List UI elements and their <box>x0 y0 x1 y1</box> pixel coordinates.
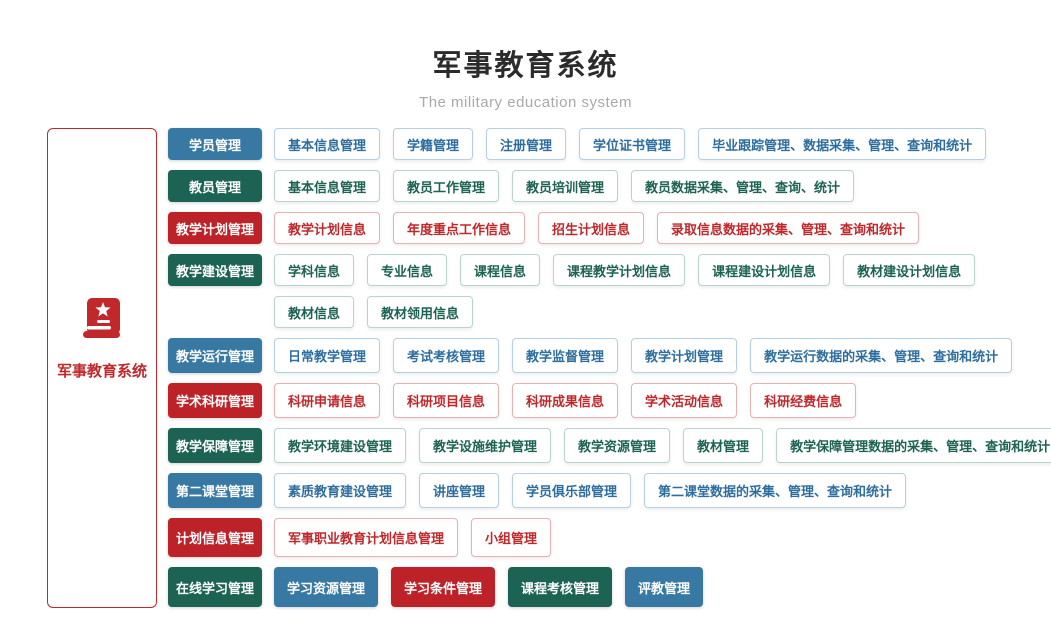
page-subtitle: The military education system <box>419 94 632 111</box>
header: 军事教育系统 The military education system <box>0 0 1051 111</box>
sub-item-lines: 基本信息管理教员工作管理教员培训管理教员数据采集、管理、查询、统计 <box>274 170 855 202</box>
category-button-8[interactable]: 计划信息管理 <box>168 518 262 557</box>
sub-item-lines: 军事职业教育计划信息管理小组管理 <box>274 518 552 557</box>
category-button-9[interactable]: 在线学习管理 <box>168 567 262 607</box>
sub-item-line: 教学计划信息年度重点工作信息招生计划信息录取信息数据的采集、管理、查询和统计 <box>274 212 920 244</box>
sub-item-button[interactable]: 科研项目信息 <box>393 383 500 418</box>
sub-item-button[interactable]: 教材管理 <box>683 428 764 463</box>
category-button-0[interactable]: 学员管理 <box>168 128 262 160</box>
sub-item-button[interactable]: 年度重点工作信息 <box>393 212 526 244</box>
system-row: 教员管理基本信息管理教员工作管理教员培训管理教员数据采集、管理、查询、统计 <box>168 170 1051 202</box>
sub-item-button[interactable]: 毕业跟踪管理、数据采集、管理、查询和统计 <box>698 128 987 160</box>
sub-item-button[interactable]: 讲座管理 <box>419 473 500 508</box>
sub-item-button[interactable]: 教学监督管理 <box>512 338 619 373</box>
system-row: 教学建设管理学科信息专业信息课程信息课程教学计划信息课程建设计划信息教材建设计划… <box>168 254 1051 328</box>
sub-item-lines: 日常教学管理考试考核管理教学监督管理教学计划管理教学运行数据的采集、管理、查询和… <box>274 338 1013 373</box>
sub-item-lines: 基本信息管理学籍管理注册管理学位证书管理毕业跟踪管理、数据采集、管理、查询和统计 <box>274 128 987 160</box>
category-button-4[interactable]: 教学运行管理 <box>168 338 262 373</box>
category-button-6[interactable]: 教学保障管理 <box>168 428 262 463</box>
sub-item-button[interactable]: 教学资源管理 <box>564 428 671 463</box>
sub-item-button[interactable]: 评教管理 <box>625 567 704 607</box>
sub-item-button[interactable]: 教学计划信息 <box>274 212 381 244</box>
category-button-3[interactable]: 教学建设管理 <box>168 254 262 286</box>
sub-item-line: 日常教学管理考试考核管理教学监督管理教学计划管理教学运行数据的采集、管理、查询和… <box>274 338 1013 373</box>
sub-item-line: 军事职业教育计划信息管理小组管理 <box>274 518 552 557</box>
sub-item-button[interactable]: 科研经费信息 <box>750 383 857 418</box>
sub-item-button[interactable]: 课程教学计划信息 <box>553 254 686 286</box>
sub-item-lines: 素质教育建设管理讲座管理学员俱乐部管理第二课堂数据的采集、管理、查询和统计 <box>274 473 907 508</box>
sub-item-button[interactable]: 教员工作管理 <box>393 170 500 202</box>
sub-item-line: 素质教育建设管理讲座管理学员俱乐部管理第二课堂数据的采集、管理、查询和统计 <box>274 473 907 508</box>
sub-item-button[interactable]: 基本信息管理 <box>274 170 381 202</box>
sub-item-button[interactable]: 学位证书管理 <box>579 128 686 160</box>
sub-item-button[interactable]: 学术活动信息 <box>631 383 738 418</box>
sub-item-lines: 教学环境建设管理教学设施维护管理教学资源管理教材管理教学保障管理数据的采集、管理… <box>274 428 1051 463</box>
system-root-node: 军事教育系统 <box>47 128 157 608</box>
sub-item-line: 基本信息管理教员工作管理教员培训管理教员数据采集、管理、查询、统计 <box>274 170 855 202</box>
sub-item-button[interactable]: 学习资源管理 <box>274 567 379 607</box>
sub-item-button[interactable]: 小组管理 <box>471 518 552 557</box>
sub-item-lines: 学习资源管理学习条件管理课程考核管理评教管理 <box>274 567 704 607</box>
sub-item-button[interactable]: 教材建设计划信息 <box>843 254 976 286</box>
sub-item-button[interactable]: 科研成果信息 <box>512 383 619 418</box>
category-button-7[interactable]: 第二课堂管理 <box>168 473 262 508</box>
sub-item-button[interactable]: 学员俱乐部管理 <box>512 473 632 508</box>
sub-item-button[interactable]: 注册管理 <box>486 128 567 160</box>
sub-item-button[interactable]: 教学设施维护管理 <box>419 428 552 463</box>
system-row: 学员管理基本信息管理学籍管理注册管理学位证书管理毕业跟踪管理、数据采集、管理、查… <box>168 128 1051 160</box>
sub-item-button[interactable]: 招生计划信息 <box>538 212 645 244</box>
sub-item-button[interactable]: 军事职业教育计划信息管理 <box>274 518 459 557</box>
system-root-label: 军事教育系统 <box>56 363 147 380</box>
sub-item-button[interactable]: 学科信息 <box>274 254 355 286</box>
sub-item-button[interactable]: 教员数据采集、管理、查询、统计 <box>631 170 855 202</box>
category-button-2[interactable]: 教学计划管理 <box>168 212 262 244</box>
system-row: 在线学习管理学习资源管理学习条件管理课程考核管理评教管理 <box>168 567 1051 607</box>
sub-item-line: 科研申请信息科研项目信息科研成果信息学术活动信息科研经费信息 <box>274 383 857 418</box>
diagram: 军事教育系统 学员管理基本信息管理学籍管理注册管理学位证书管理毕业跟踪管理、数据… <box>47 128 1051 608</box>
sub-item-button[interactable]: 课程信息 <box>460 254 541 286</box>
system-row: 教学保障管理教学环境建设管理教学设施维护管理教学资源管理教材管理教学保障管理数据… <box>168 428 1051 463</box>
sub-item-line: 学科信息专业信息课程信息课程教学计划信息课程建设计划信息教材建设计划信息 <box>274 254 976 286</box>
sub-item-button[interactable]: 教学运行数据的采集、管理、查询和统计 <box>750 338 1013 373</box>
sub-item-line: 学习资源管理学习条件管理课程考核管理评教管理 <box>274 567 704 607</box>
sub-item-button[interactable]: 第二课堂数据的采集、管理、查询和统计 <box>644 473 907 508</box>
sub-item-button[interactable]: 学籍管理 <box>393 128 474 160</box>
sub-item-lines: 科研申请信息科研项目信息科研成果信息学术活动信息科研经费信息 <box>274 383 857 418</box>
book-star-icon <box>78 295 126 348</box>
system-row: 计划信息管理军事职业教育计划信息管理小组管理 <box>168 518 1051 557</box>
sub-item-button[interactable]: 专业信息 <box>367 254 448 286</box>
sub-item-button[interactable]: 学习条件管理 <box>391 567 496 607</box>
sub-item-button[interactable]: 素质教育建设管理 <box>274 473 407 508</box>
category-button-1[interactable]: 教员管理 <box>168 170 262 202</box>
module-rows: 学员管理基本信息管理学籍管理注册管理学位证书管理毕业跟踪管理、数据采集、管理、查… <box>168 128 1051 607</box>
sub-item-button[interactable]: 课程考核管理 <box>508 567 613 607</box>
sub-item-button[interactable]: 教材领用信息 <box>367 296 474 328</box>
sub-item-button[interactable]: 课程建设计划信息 <box>698 254 831 286</box>
sub-item-lines: 教学计划信息年度重点工作信息招生计划信息录取信息数据的采集、管理、查询和统计 <box>274 212 920 244</box>
sub-item-line: 教材信息教材领用信息 <box>274 296 975 328</box>
sub-item-line: 教学环境建设管理教学设施维护管理教学资源管理教材管理教学保障管理数据的采集、管理… <box>274 428 1051 463</box>
system-row: 教学计划管理教学计划信息年度重点工作信息招生计划信息录取信息数据的采集、管理、查… <box>168 212 1051 244</box>
sub-item-button[interactable]: 教学环境建设管理 <box>274 428 407 463</box>
sub-item-lines: 学科信息专业信息课程信息课程教学计划信息课程建设计划信息教材建设计划信息教材信息… <box>274 254 976 328</box>
sub-item-button[interactable]: 科研申请信息 <box>274 383 381 418</box>
sub-item-button[interactable]: 考试考核管理 <box>393 338 500 373</box>
page-title: 军事教育系统 <box>432 50 619 82</box>
sub-item-button[interactable]: 基本信息管理 <box>274 128 381 160</box>
sub-item-button[interactable]: 教材信息 <box>274 296 355 328</box>
system-row: 教学运行管理日常教学管理考试考核管理教学监督管理教学计划管理教学运行数据的采集、… <box>168 338 1051 373</box>
category-button-5[interactable]: 学术科研管理 <box>168 383 262 418</box>
sub-item-button[interactable]: 录取信息数据的采集、管理、查询和统计 <box>657 212 920 244</box>
sub-item-button[interactable]: 日常教学管理 <box>274 338 381 373</box>
sub-item-button[interactable]: 教员培训管理 <box>512 170 619 202</box>
system-row: 第二课堂管理素质教育建设管理讲座管理学员俱乐部管理第二课堂数据的采集、管理、查询… <box>168 473 1051 508</box>
sub-item-line: 基本信息管理学籍管理注册管理学位证书管理毕业跟踪管理、数据采集、管理、查询和统计 <box>274 128 987 160</box>
sub-item-button[interactable]: 教学计划管理 <box>631 338 738 373</box>
sub-item-button[interactable]: 教学保障管理数据的采集、管理、查询和统计 <box>776 428 1051 463</box>
system-row: 学术科研管理科研申请信息科研项目信息科研成果信息学术活动信息科研经费信息 <box>168 383 1051 418</box>
